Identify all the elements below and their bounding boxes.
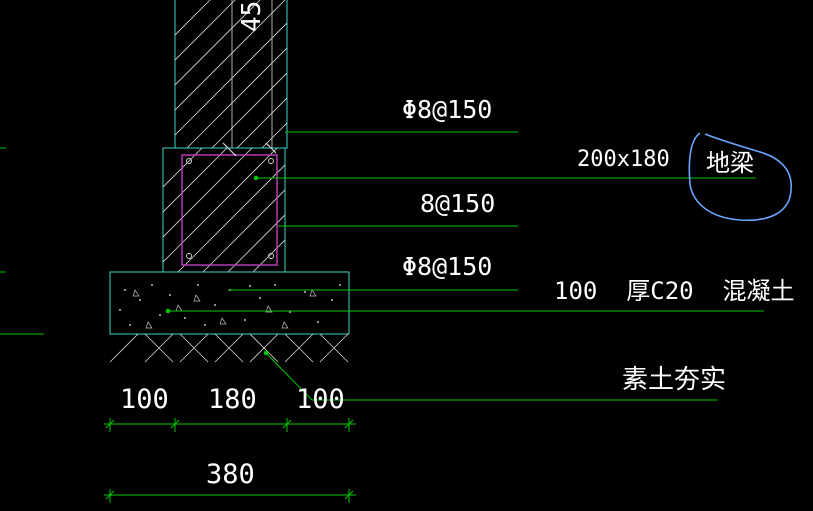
- stirrup-cage: [181, 154, 278, 266]
- dim-left-label: 100: [120, 384, 169, 415]
- beam-size-label: 200x180: [577, 147, 670, 172]
- top-number-label: 45: [237, 1, 267, 32]
- concrete-pad-label: 100 厚C20 混凝土: [554, 277, 795, 305]
- wall-hatch-icon: [175, 0, 287, 148]
- compacted-soil-label: 素土夯实: [622, 365, 726, 395]
- dimension-lines: [104, 418, 356, 503]
- dim-right-label: 100: [296, 384, 345, 415]
- ground-beam: [162, 142, 286, 273]
- rebar-dots: [186, 158, 274, 259]
- stirrup-spec-label: Φ8@150: [402, 95, 492, 124]
- soil-hatch-icon: [109, 333, 349, 363]
- dim-middle-label: 180: [208, 384, 257, 415]
- beam-name-label: 地梁: [706, 149, 754, 177]
- bottom-rebar-spec-label: Φ8@150: [402, 252, 492, 281]
- dim-total-label: 380: [206, 459, 255, 490]
- concrete-pad: [109, 271, 350, 335]
- beam-hatch-icon: [163, 148, 285, 272]
- leader-lines: [0, 131, 764, 401]
- revision-cloud-icon: [688, 132, 792, 222]
- rebar-spec-label: 8@150: [420, 189, 495, 218]
